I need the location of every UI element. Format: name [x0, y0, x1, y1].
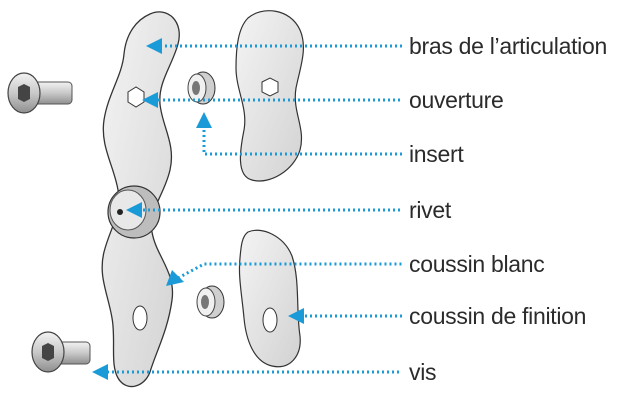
rear-arm-bottom [239, 230, 300, 366]
label-finish-pad: coussin de finition [409, 305, 586, 328]
label-opening: ouverture [409, 89, 503, 112]
threaded-insert-icon [188, 72, 215, 104]
threaded-insert-lower-icon [197, 286, 224, 318]
label-arm: bras de l’articulation [409, 35, 607, 58]
label-rivet: rivet [409, 199, 451, 222]
label-insert: insert [409, 143, 463, 166]
label-white-pad: coussin blanc [409, 253, 544, 276]
screw-lower-icon [32, 332, 90, 372]
screw-icon [8, 73, 72, 113]
label-screw: vis [409, 361, 436, 384]
